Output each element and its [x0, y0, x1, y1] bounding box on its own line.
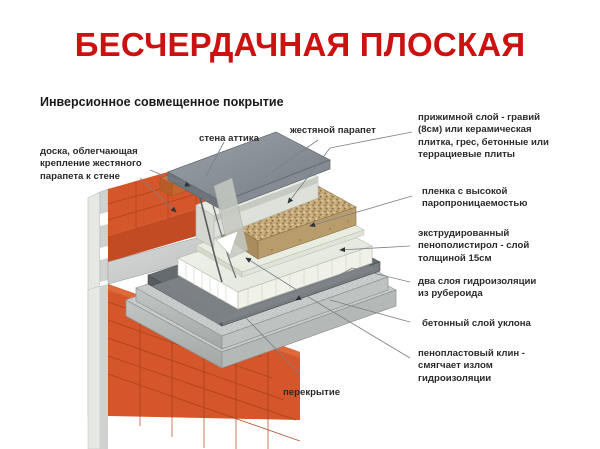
label-board-fastening: доска, облегчающая крепление жестяного п…: [40, 146, 142, 182]
label-vapour-permeable-film: пленка с высокой паропроницаемостью: [422, 186, 528, 210]
label-ballast-gravel-layer: прижимной слой - гравий (8см) или керами…: [418, 112, 549, 160]
label-attic-wall: стена аттика: [199, 133, 259, 144]
label-two-waterproofing-layers: два слоя гидроизоляции из рубероида: [418, 276, 537, 300]
label-tin-parapet: жестяной парапет: [290, 125, 376, 136]
attic-wall-and-parapet: [159, 131, 331, 283]
label-extruded-polystyrene: экструдированный пенополистирол - слой т…: [418, 228, 530, 264]
foam-wedge-shape: [215, 230, 239, 256]
label-floor-slab: перекрытие: [283, 387, 341, 398]
page-title: БЕСЧЕРДАЧНАЯ ПЛОСКАЯ: [74, 26, 526, 63]
label-foam-wedge: пенопластовый клин - смягчает излом гидр…: [418, 348, 525, 384]
label-concrete-slope-layer: бетонный слой уклона: [422, 318, 531, 329]
diagram-subtitle: Инверсионное совмещенное покрытие: [40, 95, 284, 109]
